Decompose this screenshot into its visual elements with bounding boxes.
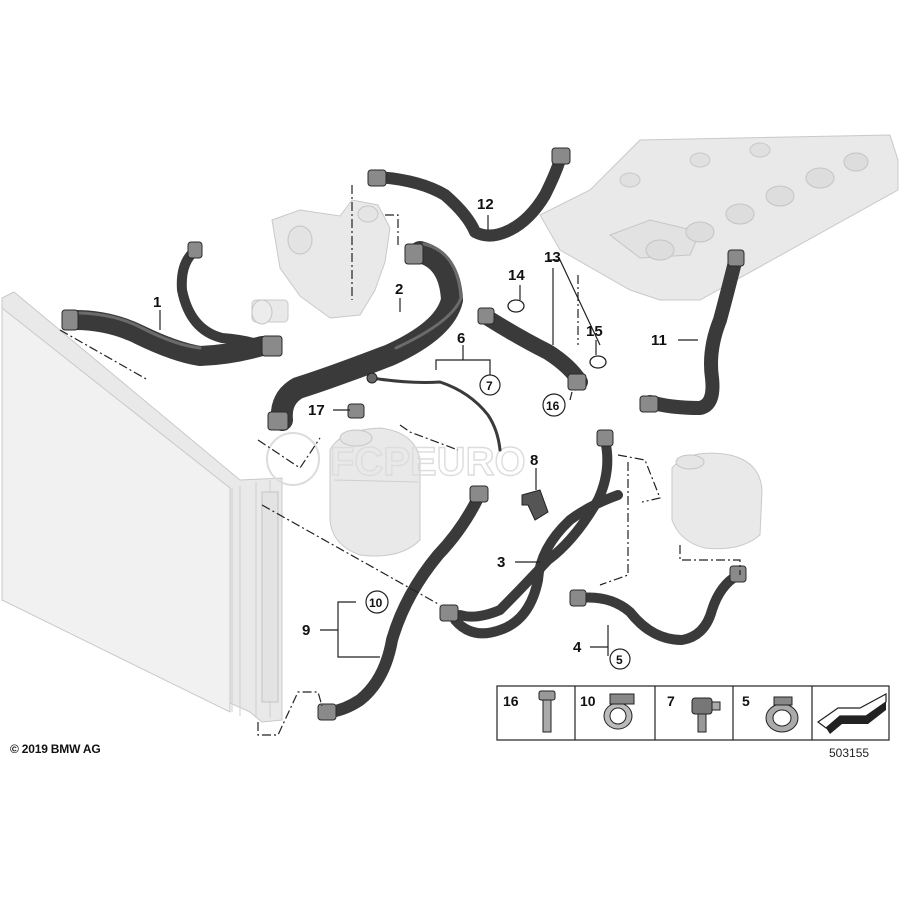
o-rings (507, 299, 607, 369)
legend-label-10: 10 (580, 693, 596, 709)
callout-8: 8 (530, 452, 538, 469)
copyright-notice: © 2019 BMW AG (10, 742, 101, 756)
callout-3: 3 (497, 554, 505, 571)
circled-callout-16: 16 (546, 399, 560, 413)
hose-3 (439, 429, 623, 639)
direction-arrow-icon (816, 692, 887, 734)
expansion-tank-right (671, 452, 763, 550)
hose-9 (317, 485, 489, 721)
callout-6: 6 (457, 330, 465, 347)
expansion-tank (329, 427, 421, 557)
callout-14: 14 (508, 267, 525, 284)
legend-label-7: 7 (667, 693, 675, 709)
part-17 (347, 403, 365, 419)
hose-clamp-icon (765, 696, 799, 733)
callout-12: 12 (477, 196, 494, 213)
hose-1 (61, 241, 283, 366)
callout-9: 9 (302, 622, 310, 639)
callout-17: 17 (308, 402, 325, 419)
hose-4 (569, 565, 747, 645)
watermark: FCPEURO (266, 432, 526, 486)
part-8-bracket (521, 489, 549, 521)
legend-label-5: 5 (742, 693, 750, 709)
hose-13 (477, 307, 588, 391)
svg-text:FCPEURO: FCPEURO (330, 440, 526, 484)
water-pump-thermostat (251, 199, 391, 325)
callout-15: 15 (586, 323, 603, 340)
hose-12 (367, 147, 571, 242)
hose-11 (639, 249, 745, 415)
cylinder-head (539, 134, 899, 301)
assembly-lines (59, 185, 741, 736)
circled-callout-5: 5 (616, 653, 623, 667)
circled-callout-7: 7 (486, 379, 493, 393)
circled-callout-10: 10 (369, 596, 383, 610)
hose-2 (267, 241, 463, 431)
parts-legend: 16 10 7 5 (496, 685, 890, 741)
clamp-icon (603, 693, 635, 730)
callouts: 1 2 3 4 6 8 9 11 12 13 14 15 17 (153, 196, 667, 656)
connector-icon (691, 697, 721, 733)
legend-label-16: 16 (503, 693, 519, 709)
callout-11: 11 (651, 332, 667, 349)
leader-lines (159, 215, 698, 658)
callout-1: 1 (153, 294, 161, 311)
diagram-number: 503155 (829, 746, 870, 760)
pipe-6 (366, 372, 502, 452)
callout-4: 4 (573, 639, 582, 656)
circled-callouts: 7 16 10 5 (365, 374, 631, 670)
callout-13: 13 (544, 249, 561, 266)
bolt-icon (538, 690, 556, 733)
radiator (1, 291, 283, 723)
callout-2: 2 (395, 281, 403, 298)
